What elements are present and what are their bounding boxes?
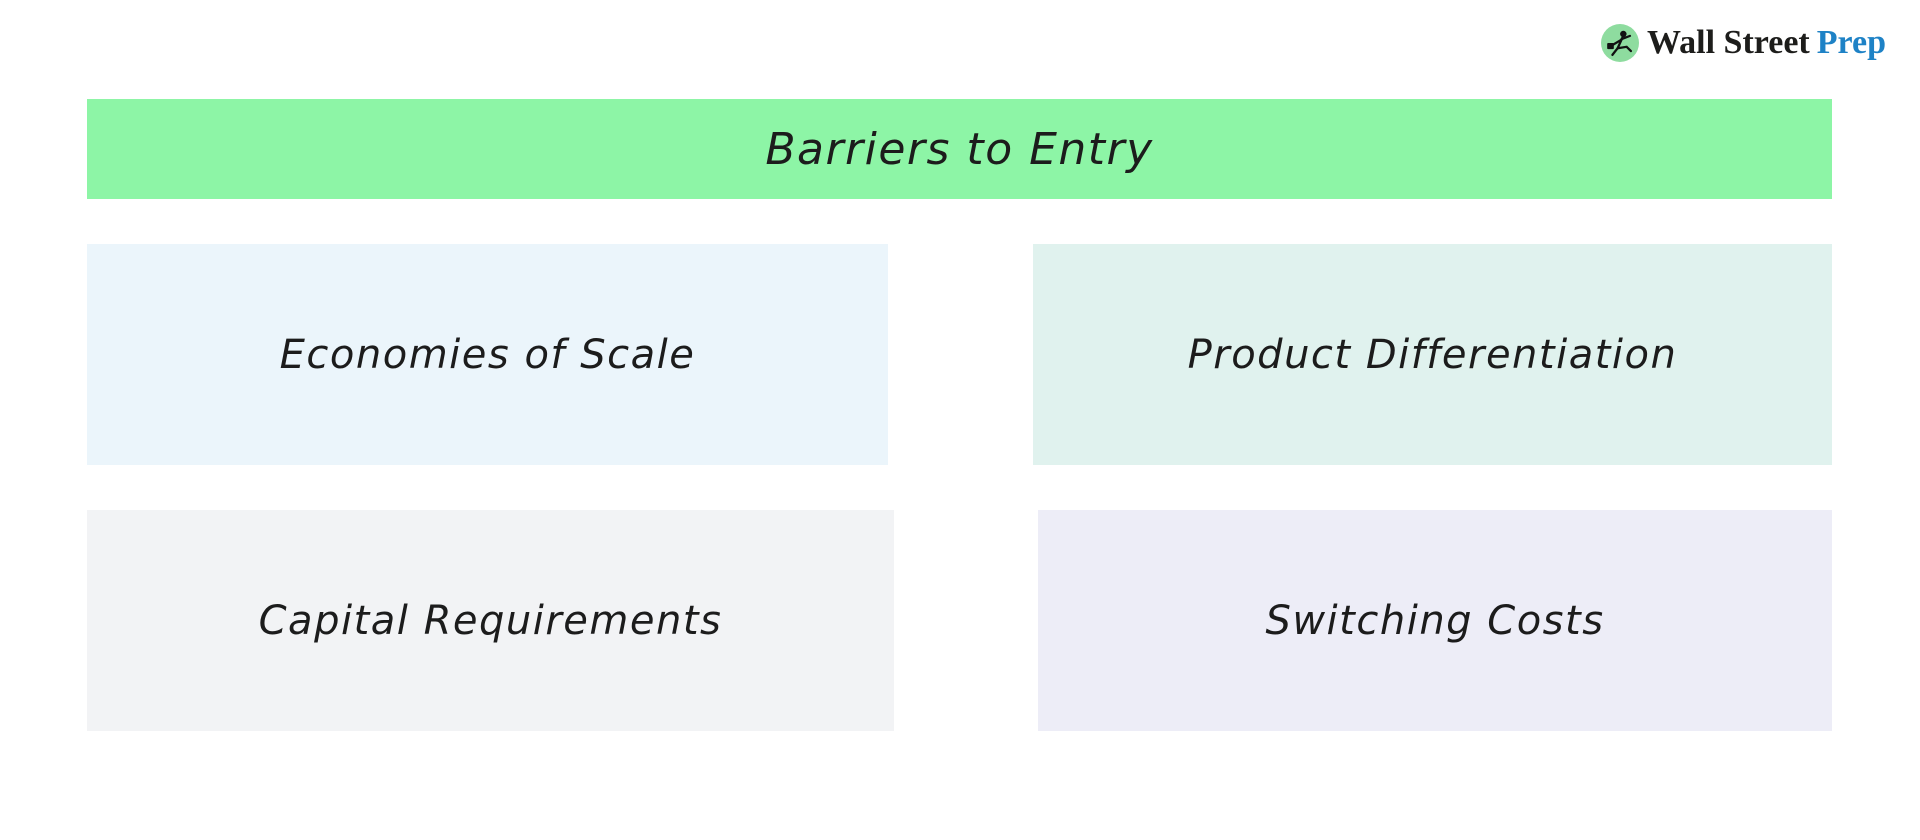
brand-name-prep: Prep	[1816, 24, 1886, 61]
box-label-product-differentiation: Product Differentiation	[1187, 331, 1678, 378]
brand-name: Wall Street Prep	[1647, 24, 1886, 62]
box-capital-requirements: Capital Requirements	[87, 510, 894, 731]
box-product-differentiation: Product Differentiation	[1033, 244, 1832, 465]
box-economies-of-scale: Economies of Scale	[87, 244, 888, 465]
box-label-capital-requirements: Capital Requirements	[258, 597, 723, 644]
runner-with-briefcase-icon	[1601, 24, 1640, 62]
box-label-switching-costs: Switching Costs	[1265, 597, 1605, 644]
diagram-title: Barriers to Entry	[765, 123, 1154, 175]
box-label-economies-of-scale: Economies of Scale	[279, 331, 696, 378]
brand-name-wallstreet: Wall Street	[1647, 24, 1810, 61]
title-bar-barriers-to-entry: Barriers to Entry	[87, 99, 1832, 199]
brand-logo: Wall Street Prep	[1601, 24, 1886, 62]
box-switching-costs: Switching Costs	[1038, 510, 1832, 731]
